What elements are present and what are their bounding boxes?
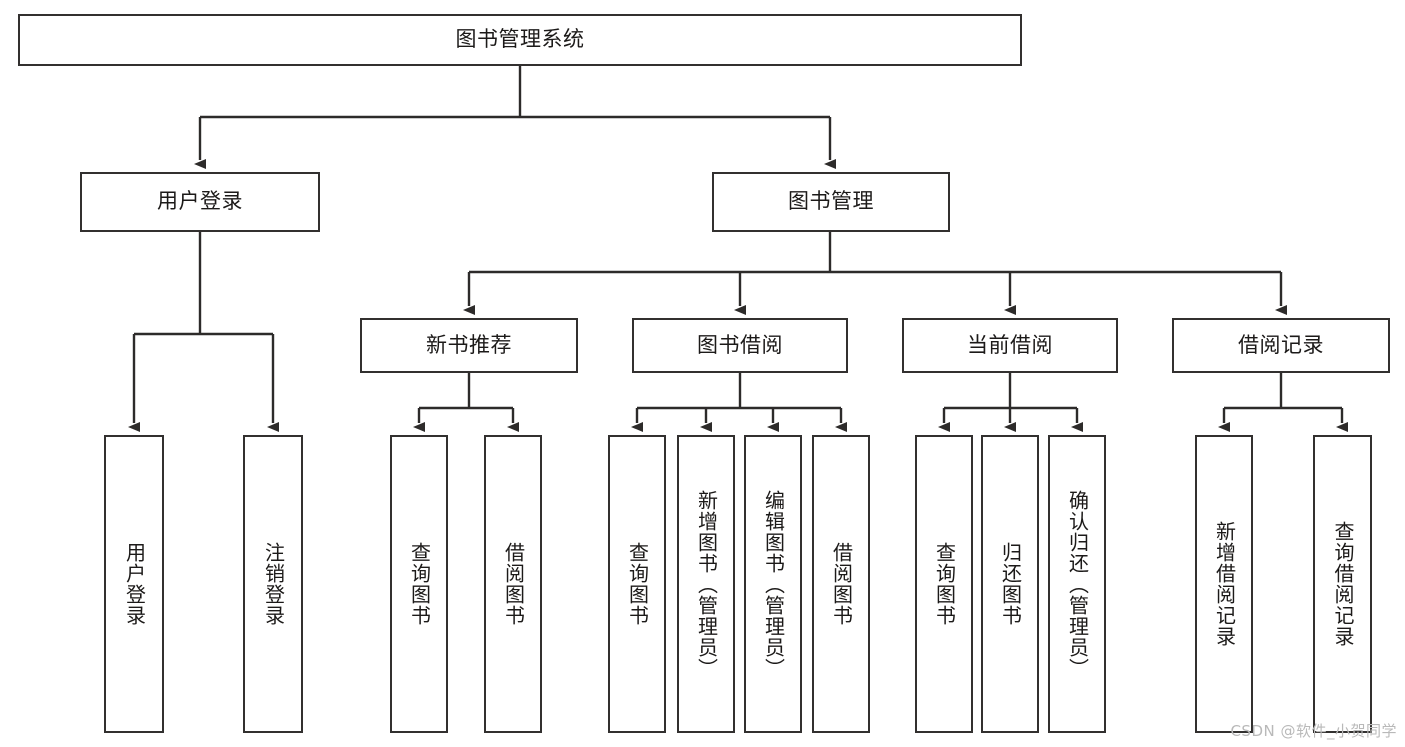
node-root-label: 图书管理系统 — [455, 27, 585, 52]
leaf-query-book-borrow-label: 查询图书 — [625, 542, 650, 626]
leaf-borrow-book-recommend[interactable]: 借阅图书 — [484, 435, 542, 733]
leaf-query-borrow-record-label: 查询借阅记录 — [1331, 521, 1355, 647]
node-book-borrow-label: 图书借阅 — [697, 332, 783, 357]
leaf-borrow-book-recommend-label: 借阅图书 — [501, 542, 526, 626]
leaf-user-login[interactable]: 用户登录 — [104, 435, 164, 733]
leaf-query-book-recommend-label: 查询图书 — [407, 542, 432, 626]
leaf-add-book-label: 新增图书（管理员） — [694, 489, 719, 679]
leaf-user-login-label: 用户登录 — [122, 542, 147, 626]
leaf-query-book-borrow[interactable]: 查询图书 — [608, 435, 666, 733]
leaf-user-logout[interactable]: 注销登录 — [243, 435, 303, 733]
leaf-query-book-recommend[interactable]: 查询图书 — [390, 435, 448, 733]
node-book-borrow[interactable]: 图书借阅 — [632, 318, 848, 373]
node-new-book-recommend[interactable]: 新书推荐 — [360, 318, 578, 373]
leaf-add-borrow-record[interactable]: 新增借阅记录 — [1195, 435, 1253, 733]
node-borrow-records[interactable]: 借阅记录 — [1172, 318, 1390, 373]
node-root[interactable]: 图书管理系统 — [18, 14, 1022, 66]
node-book-management[interactable]: 图书管理 — [712, 172, 950, 232]
node-current-borrow-label: 当前借阅 — [967, 332, 1053, 357]
leaf-borrow-book-label: 借阅图书 — [829, 542, 854, 626]
leaf-add-book[interactable]: 新增图书（管理员） — [677, 435, 735, 733]
leaf-return-book-label: 归还图书 — [998, 542, 1023, 626]
node-borrow-records-label: 借阅记录 — [1238, 332, 1324, 357]
node-current-borrow[interactable]: 当前借阅 — [902, 318, 1118, 373]
leaf-query-borrow-record[interactable]: 查询借阅记录 — [1313, 435, 1372, 733]
node-user-login-label: 用户登录 — [157, 189, 243, 214]
leaf-confirm-return-label: 确认归还（管理员） — [1065, 489, 1090, 679]
leaf-add-borrow-record-label: 新增借阅记录 — [1212, 521, 1237, 647]
leaf-edit-book-label: 编辑图书（管理员） — [761, 489, 786, 679]
leaf-edit-book[interactable]: 编辑图书（管理员） — [744, 435, 802, 733]
leaf-confirm-return[interactable]: 确认归还（管理员） — [1048, 435, 1106, 733]
leaf-user-logout-label: 注销登录 — [261, 542, 286, 626]
leaf-query-book-current[interactable]: 查询图书 — [915, 435, 973, 733]
leaf-query-book-current-label: 查询图书 — [932, 542, 957, 626]
node-new-book-recommend-label: 新书推荐 — [426, 332, 512, 357]
leaf-borrow-book[interactable]: 借阅图书 — [812, 435, 870, 733]
leaf-return-book[interactable]: 归还图书 — [981, 435, 1039, 733]
node-user-login[interactable]: 用户登录 — [80, 172, 320, 232]
node-book-management-label: 图书管理 — [788, 189, 874, 214]
